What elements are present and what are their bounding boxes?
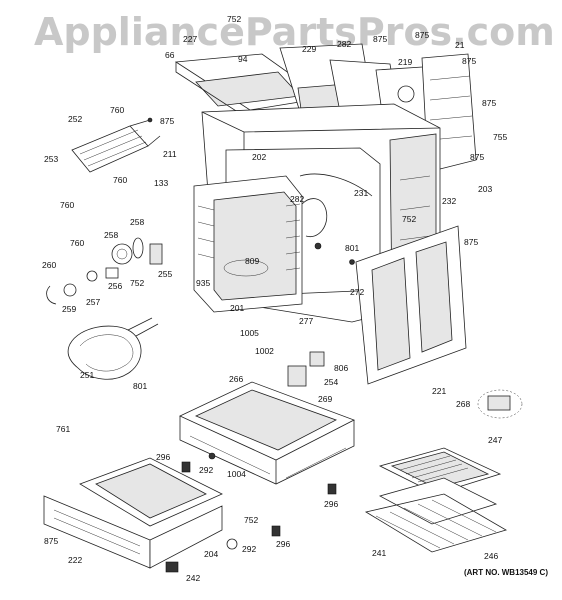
part-label-254: 254: [324, 377, 338, 387]
light-socket-parts: [46, 237, 163, 305]
part-label-935: 935: [196, 278, 210, 288]
part-label-752: 752: [130, 278, 144, 288]
part-label-296: 296: [156, 452, 170, 462]
part-label-761: 761: [56, 424, 70, 434]
part-label-1004: 1004: [227, 469, 246, 479]
storage-drawer: [43, 457, 223, 569]
part-label-875: 875: [462, 56, 476, 66]
part-label-246: 246: [484, 551, 498, 561]
part-label-266: 266: [229, 374, 243, 384]
part-label-222: 222: [68, 555, 82, 565]
part-label-252: 252: [68, 114, 82, 124]
part-label-296: 296: [276, 539, 290, 549]
part-label-219: 219: [398, 57, 412, 67]
part-label-760: 760: [110, 105, 124, 115]
art-number: (ART NO. WB13549 C): [463, 568, 548, 577]
oven-liner: [193, 175, 303, 313]
part-label-292: 292: [199, 465, 213, 475]
part-label-242: 242: [186, 573, 200, 583]
part-label-760: 760: [60, 200, 74, 210]
part-label-875: 875: [44, 536, 58, 546]
part-label-204: 204: [204, 549, 218, 559]
part-label-1002: 1002: [255, 346, 274, 356]
watermark: AppliancePartsPros.com: [34, 10, 555, 54]
part-label-752: 752: [402, 214, 416, 224]
part-label-268: 268: [456, 399, 470, 409]
part-label-229: 229: [302, 44, 316, 54]
part-label-277: 277: [299, 316, 313, 326]
part-label-211: 211: [163, 149, 177, 159]
side-panel: [355, 225, 467, 385]
part-label-201: 201: [230, 303, 244, 313]
part-label-21: 21: [455, 40, 465, 50]
part-label-221: 221: [432, 386, 446, 396]
part-label-875: 875: [482, 98, 496, 108]
part-label-255: 255: [158, 269, 172, 279]
part-label-253: 253: [44, 154, 58, 164]
part-label-760: 760: [113, 175, 127, 185]
bake-element: [67, 317, 159, 380]
part-label-232: 232: [442, 196, 456, 206]
part-label-755: 755: [493, 132, 507, 142]
part-label-66: 66: [165, 50, 175, 60]
part-label-241: 241: [372, 548, 386, 558]
part-label-875: 875: [415, 30, 429, 40]
part-label-258: 258: [130, 217, 144, 227]
part-label-875: 875: [464, 237, 478, 247]
part-label-801: 801: [345, 243, 359, 253]
part-label-256: 256: [108, 281, 122, 291]
part-label-806: 806: [334, 363, 348, 373]
part-label-282: 282: [337, 39, 351, 49]
part-label-752: 752: [244, 515, 258, 525]
part-label-251: 251: [80, 370, 94, 380]
drawer-support: [179, 351, 355, 485]
part-label-260: 260: [42, 260, 56, 270]
part-label-752: 752: [227, 14, 241, 24]
misc-small-parts: [165, 389, 523, 573]
part-label-257: 257: [86, 297, 100, 307]
broil-element: [71, 117, 161, 173]
part-label-247: 247: [488, 435, 502, 445]
part-label-875: 875: [373, 34, 387, 44]
part-label-259: 259: [62, 304, 76, 314]
part-label-227: 227: [183, 34, 197, 44]
part-label-202: 202: [252, 152, 266, 162]
part-label-133: 133: [154, 178, 168, 188]
part-label-809: 809: [245, 256, 259, 266]
oven-racks: [364, 447, 508, 553]
part-label-875: 875: [160, 116, 174, 126]
part-label-1005: 1005: [240, 328, 259, 338]
part-label-282: 282: [290, 194, 304, 204]
part-labels: 752 227 66 94 229 282 875 875 219 21 875 875 875 755 7…: [42, 14, 507, 583]
part-label-94: 94: [238, 54, 248, 64]
part-label-296: 296: [324, 499, 338, 509]
part-label-272: 272: [350, 287, 364, 297]
part-label-231: 231: [354, 188, 368, 198]
part-label-760: 760: [70, 238, 84, 248]
part-label-801: 801: [133, 381, 147, 391]
part-label-258: 258: [104, 230, 118, 240]
part-label-292: 292: [242, 544, 256, 554]
part-label-203: 203: [478, 184, 492, 194]
part-label-875: 875: [470, 152, 484, 162]
part-label-269: 269: [318, 394, 332, 404]
